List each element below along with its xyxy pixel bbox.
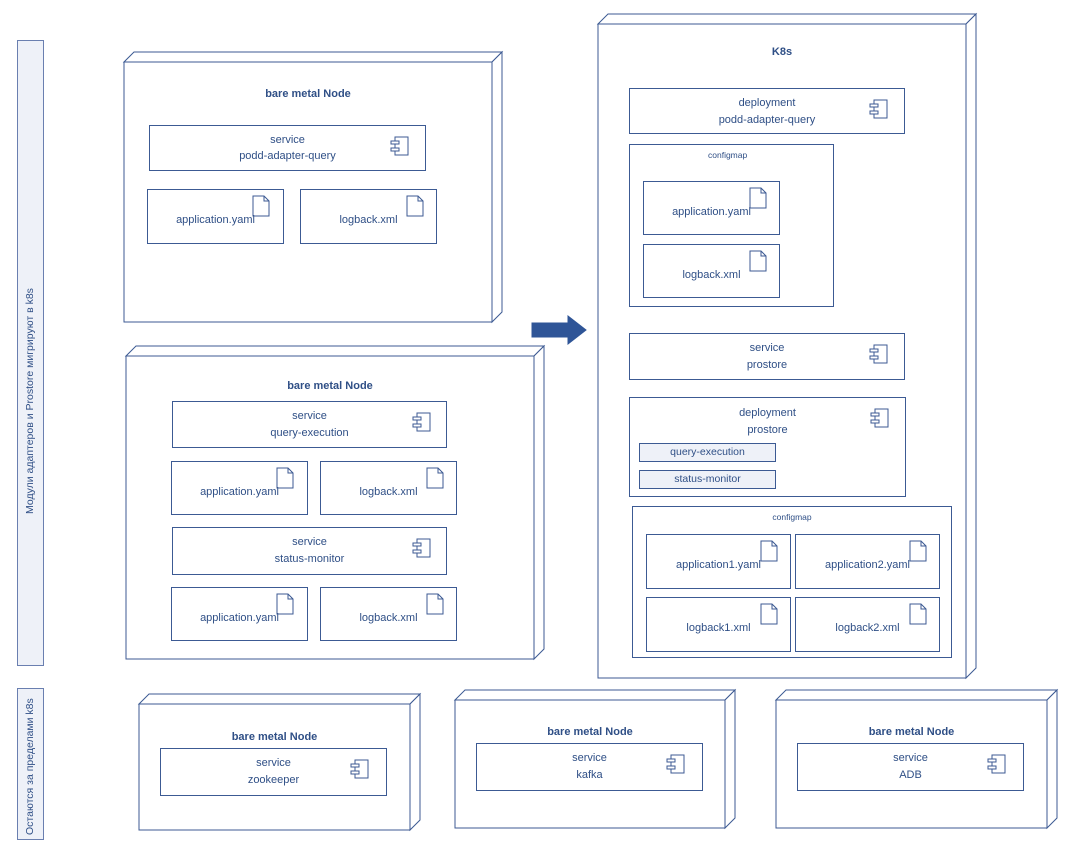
- deployment-type-label: deployment: [738, 97, 796, 109]
- node-zk-top-face: [137, 693, 422, 705]
- file-logback1-xml: logback1.xml: [646, 597, 791, 652]
- container-status-monitor: status-monitor: [639, 470, 776, 489]
- deployment-name-label: podd-adapter-query: [718, 114, 816, 126]
- container-query-execution: query-execution: [639, 443, 776, 462]
- file-application-yaml: application.yaml: [171, 587, 308, 641]
- service-zookeeper: service zookeeper: [160, 748, 387, 796]
- file-label: logback.xml: [359, 486, 418, 498]
- deployment-type-label: deployment: [739, 407, 796, 419]
- configmap-1: configmap application.yaml logback.xml: [629, 144, 834, 307]
- component-icon: [350, 759, 369, 779]
- node-zk-side-face: [409, 692, 421, 832]
- node1-title: bare metal Node: [265, 88, 351, 100]
- node-kafka-title: bare metal Node: [547, 726, 633, 738]
- component-icon: [666, 754, 685, 774]
- configmap-2: configmap application1.yaml application2…: [632, 506, 952, 658]
- file-label: logback2.xml: [835, 622, 900, 634]
- node-kafka-side-face: [724, 688, 736, 830]
- document-icon: [252, 195, 270, 217]
- file-logback-xml: logback.xml: [643, 244, 780, 298]
- file-label: logback.xml: [682, 269, 741, 281]
- configmap-label: configmap: [772, 512, 812, 522]
- component-icon: [869, 99, 888, 119]
- file-application-yaml: application.yaml: [171, 461, 308, 515]
- file-label: application2.yaml: [825, 559, 910, 571]
- service-query-execution: service query-execution: [172, 401, 447, 448]
- service-type-label: service: [256, 757, 291, 769]
- configmap-label: configmap: [708, 150, 748, 160]
- file-logback-xml: logback.xml: [320, 461, 457, 515]
- node-kafka-top-face: [453, 689, 737, 701]
- service-adb: service ADB: [797, 743, 1024, 791]
- document-icon: [276, 467, 294, 489]
- deployment-podd-adapter-query: deployment podd-adapter-query: [629, 88, 905, 134]
- file-label: application1.yaml: [676, 559, 761, 571]
- node-adb-top-face: [774, 689, 1059, 701]
- node-adb-side-face: [1046, 688, 1058, 830]
- component-icon: [869, 344, 888, 364]
- service-type-label: service: [292, 536, 327, 548]
- node-zk-title: bare metal Node: [231, 731, 318, 743]
- component-icon: [987, 754, 1006, 774]
- component-icon: [390, 136, 409, 156]
- component-icon: [412, 538, 431, 558]
- file-logback2-xml: logback2.xml: [795, 597, 940, 652]
- service-name-label: query-execution: [270, 427, 349, 439]
- document-icon: [426, 467, 444, 489]
- file-application2-yaml: application2.yaml: [795, 534, 940, 589]
- file-label: logback1.xml: [686, 622, 751, 634]
- component-icon: [870, 408, 889, 428]
- file-logback-xml: logback.xml: [320, 587, 457, 641]
- service-kafka: service kafka: [476, 743, 703, 791]
- service-type-label: service: [270, 134, 305, 146]
- document-icon: [909, 603, 927, 625]
- deployment-prostore: deployment prostore query-execution stat…: [629, 397, 906, 497]
- document-icon: [276, 593, 294, 615]
- k8s-side-face: [965, 12, 977, 680]
- node1-side-face: [491, 50, 503, 324]
- file-label: application.yaml: [200, 612, 279, 624]
- service-name-label: status-monitor: [274, 553, 345, 565]
- document-icon: [406, 195, 424, 217]
- document-icon: [749, 250, 767, 272]
- service-podd-adapter-query: service podd-adapter-query: [149, 125, 426, 171]
- service-name-label: kafka: [576, 769, 603, 781]
- component-icon: [412, 412, 431, 432]
- remain-band: Остаются за пределами k8s: [17, 688, 44, 840]
- file-application-yaml: application.yaml: [147, 189, 284, 244]
- service-type-label: service: [749, 342, 785, 354]
- file-logback-xml: logback.xml: [300, 189, 437, 244]
- node-adb-title: bare metal Node: [868, 726, 955, 738]
- node2-side-face: [533, 344, 545, 661]
- document-icon: [426, 593, 444, 615]
- migration-arrow: [531, 314, 587, 346]
- migrate-band: Модули адаптеров и Prostore мигрируют в …: [17, 40, 44, 666]
- file-label: application.yaml: [176, 214, 255, 226]
- service-prostore: service prostore: [629, 333, 905, 380]
- service-name-label: zookeeper: [247, 774, 300, 786]
- service-name-label: podd-adapter-query: [239, 150, 336, 162]
- service-status-monitor: service status-monitor: [172, 527, 447, 575]
- document-icon: [760, 540, 778, 562]
- service-type-label: service: [292, 410, 327, 422]
- service-name-label: prostore: [746, 359, 788, 371]
- file-application-yaml: application.yaml: [643, 181, 780, 235]
- deployment-name-label: prostore: [747, 424, 788, 436]
- node2-title: bare metal Node: [287, 380, 373, 392]
- k8s-top-face: [596, 13, 978, 25]
- node2-top-face: [124, 345, 546, 357]
- document-icon: [760, 603, 778, 625]
- file-label: application.yaml: [200, 486, 279, 498]
- file-label: logback.xml: [359, 612, 418, 624]
- file-label: application.yaml: [672, 206, 751, 218]
- service-name-label: ADB: [899, 769, 922, 781]
- k8s-title: K8s: [771, 46, 793, 58]
- file-label: logback.xml: [339, 214, 398, 226]
- document-icon: [909, 540, 927, 562]
- node1-top-face: [122, 51, 504, 63]
- document-icon: [749, 187, 767, 209]
- file-application1-yaml: application1.yaml: [646, 534, 791, 589]
- service-type-label: service: [572, 752, 607, 764]
- service-type-label: service: [893, 752, 928, 764]
